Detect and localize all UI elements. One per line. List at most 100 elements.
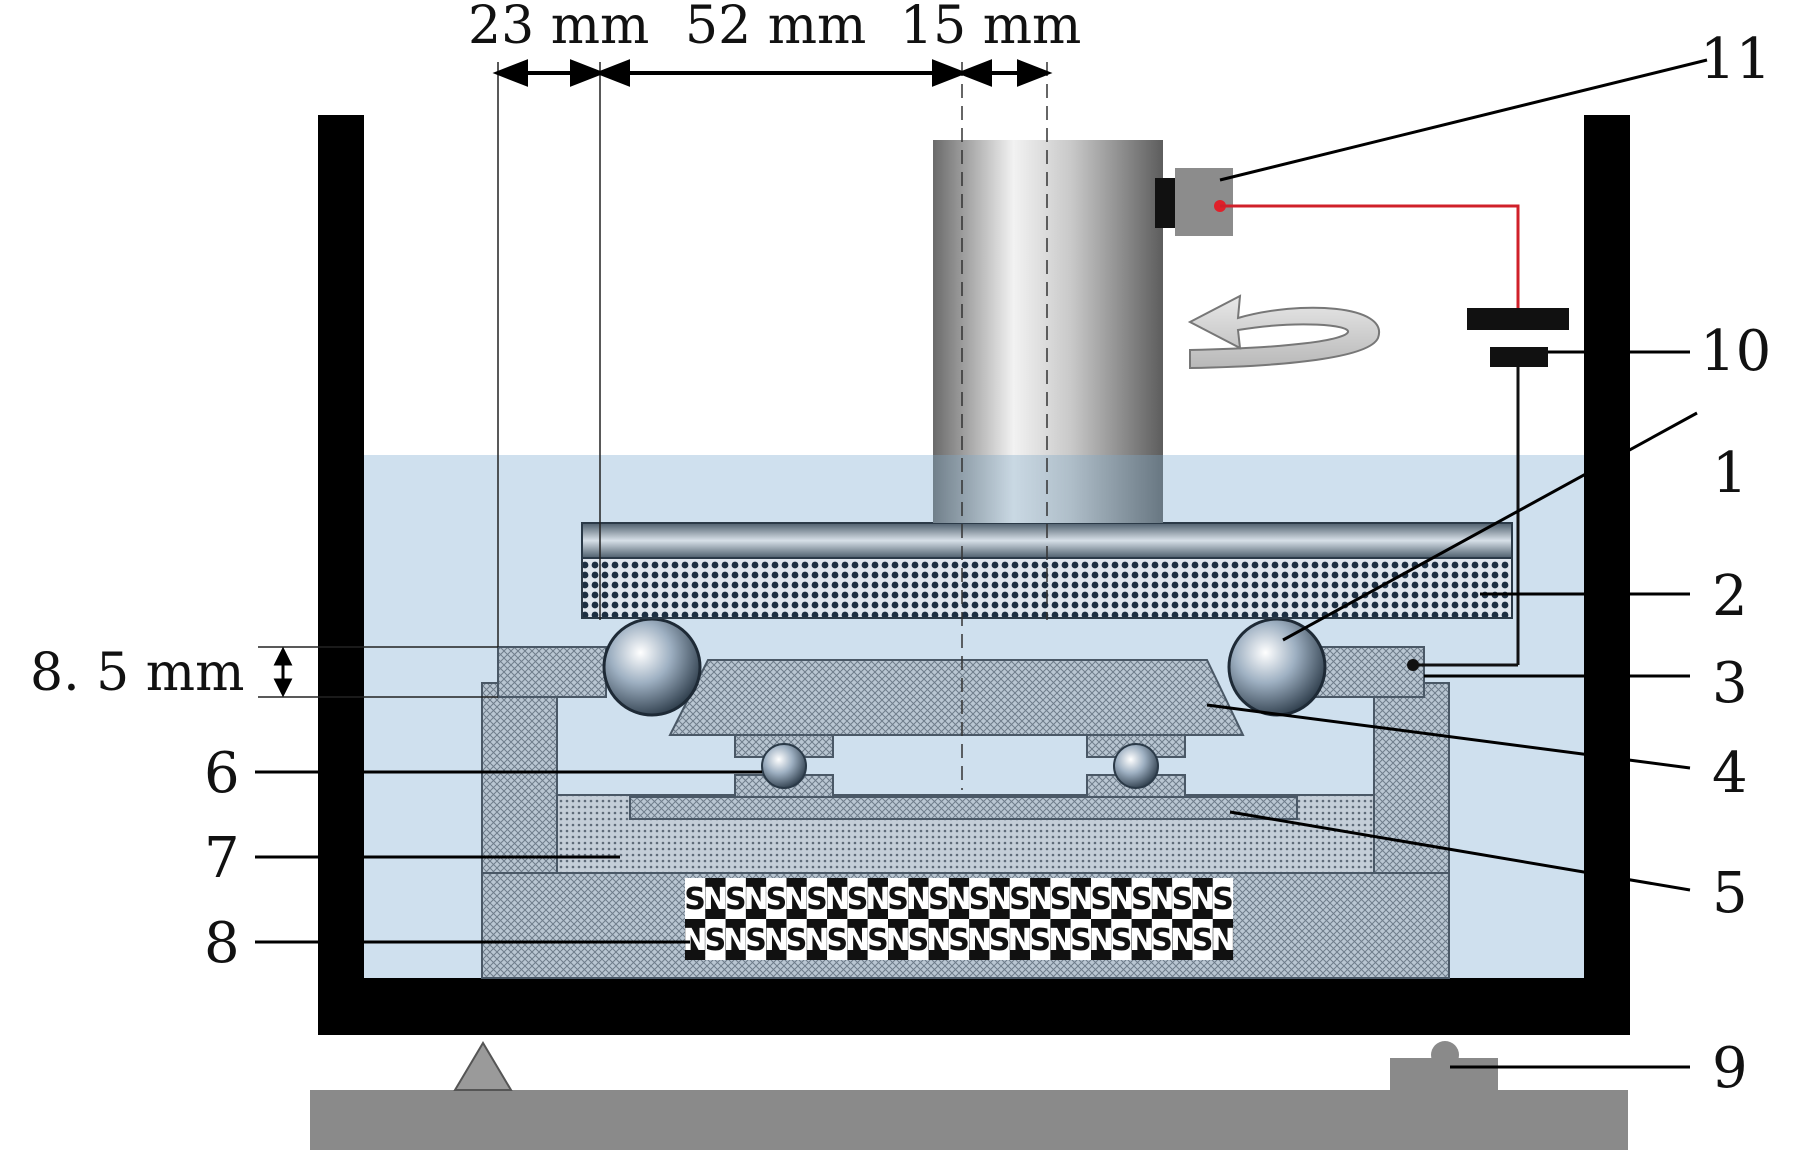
contact-dot: [1407, 659, 1419, 671]
magnet-cell: [786, 878, 807, 919]
magnet-pole-label: N: [723, 923, 748, 958]
magnet-pole-label: N: [886, 923, 911, 958]
battery-10-top: [1467, 308, 1569, 330]
label-2: 2: [1712, 564, 1748, 629]
magnet-pole-label: S: [908, 923, 930, 958]
magnet-cell: [908, 878, 929, 919]
dim-label-23mm: 23 mm: [468, 0, 649, 56]
pivot-support: [453, 1041, 513, 1091]
bearing-6-left: [734, 734, 834, 798]
label-6: 6: [204, 741, 240, 806]
magnet-cell: [867, 878, 888, 919]
magnet-pole-label: N: [784, 882, 809, 917]
dim-label-15mm: 15 mm: [900, 0, 1081, 56]
load-cell-knob: [1431, 1041, 1459, 1069]
magnet-pole-label: N: [804, 923, 829, 958]
leader-lines: [255, 58, 1708, 1069]
magnet-pole-label: S: [1151, 923, 1173, 958]
magnet-cell: [847, 878, 868, 919]
magnet-pole-label: N: [926, 923, 951, 958]
magnet-pole-label: S: [826, 923, 848, 958]
ball-1-left: [602, 617, 702, 717]
magnet-pole-label: N: [1129, 923, 1154, 958]
magnet-pole-label: S: [1111, 923, 1133, 958]
magnet-cell: [1030, 878, 1051, 919]
magnet-pole-label: N: [764, 923, 789, 958]
magnet-pole-label: N: [845, 923, 870, 958]
tank-right-wall: [1584, 115, 1630, 1035]
label-3: 3: [1712, 651, 1748, 716]
magnet-pole-label: S: [1172, 882, 1194, 917]
magnet-cell: [1091, 878, 1112, 919]
magnet-cell: [969, 878, 990, 919]
tank-bottom: [318, 978, 1630, 1035]
magnet-cell: [685, 878, 706, 919]
magnet-cell: [1009, 919, 1031, 960]
magnet-pole-label: S: [969, 882, 991, 917]
magnet-cell: [867, 919, 888, 960]
component-4-holder: [668, 659, 1245, 736]
magnet-pole-label: N: [1068, 882, 1093, 917]
magnet-cell: [969, 919, 990, 960]
magnet-cell: [989, 919, 1010, 960]
magnet-cell: [1151, 919, 1173, 960]
magnet-pole-label: N: [1150, 882, 1175, 917]
magnet-cell: [1009, 878, 1031, 919]
magnet-cell: [766, 878, 787, 919]
magnet-pole-label: S: [1212, 882, 1234, 917]
sensor-wire: [1220, 204, 1520, 308]
dim-label-gap: 8. 5 mm: [30, 643, 244, 703]
magnet-pole-label: N: [703, 882, 728, 917]
magnet-cell: [1111, 919, 1132, 960]
rotation-arrow-icon: [1187, 294, 1381, 370]
magnet-pole-label: N: [1089, 923, 1114, 958]
magnet-cell: [705, 919, 726, 960]
magnet-cell: [1050, 919, 1071, 960]
label-1: 1: [1712, 441, 1748, 506]
magnet-cell: [1111, 878, 1132, 919]
base-plate: [310, 1090, 1628, 1150]
magnet-pole-label: N: [865, 882, 890, 917]
label-5: 5: [1712, 861, 1748, 926]
magnet-pole-label: S: [725, 882, 747, 917]
magnet-pole-label: S: [1070, 923, 1092, 958]
magnet-pole-label: N: [1048, 923, 1073, 958]
magnet-pole-label: S: [786, 923, 808, 958]
magnet-pole-label: S: [1009, 882, 1031, 917]
component-5-plate: [629, 796, 1298, 820]
magnet-cell: [847, 919, 868, 960]
label-9: 9: [1712, 1036, 1748, 1101]
magnet-pole-label: S: [948, 923, 970, 958]
magnet-pole-label: S: [745, 923, 767, 958]
magnet-pole-label: S: [1090, 882, 1112, 917]
magnet-pole-label: N: [1170, 923, 1195, 958]
magnet-cell: [928, 878, 949, 919]
label-7: 7: [204, 826, 240, 891]
magnet-cell: [1131, 878, 1152, 919]
magnet-cell: [745, 878, 767, 919]
magnet-pole-label: S: [1029, 923, 1051, 958]
component-3-rail-right: [1315, 646, 1425, 698]
component-2-disc: [581, 557, 1513, 619]
magnet-cell: [745, 919, 767, 960]
magnet-cell: [725, 878, 746, 919]
magnet-pole-label: S: [766, 882, 788, 917]
magnet-cell: [766, 919, 787, 960]
label-10: 10: [1700, 319, 1771, 384]
magnet-pole-label: S: [887, 882, 909, 917]
magnet-cell: [705, 878, 726, 919]
component-3-rail-left: [497, 646, 607, 698]
magnet-cell: [685, 919, 706, 960]
magnet-pole-label: N: [947, 882, 972, 917]
magnet-pole-label: S: [705, 923, 727, 958]
magnet-pole-label: S: [1050, 882, 1072, 917]
magnet-pole-label: N: [1028, 882, 1053, 917]
magnet-cell: [1192, 919, 1213, 960]
magnet-cell: [725, 919, 746, 960]
magnet-pole-label: S: [847, 882, 869, 917]
magnet-cell: [1070, 878, 1091, 919]
magnet-pole-label: S: [989, 923, 1011, 958]
magnet-pole-label: N: [743, 882, 768, 917]
magnet-cell: [806, 919, 828, 960]
